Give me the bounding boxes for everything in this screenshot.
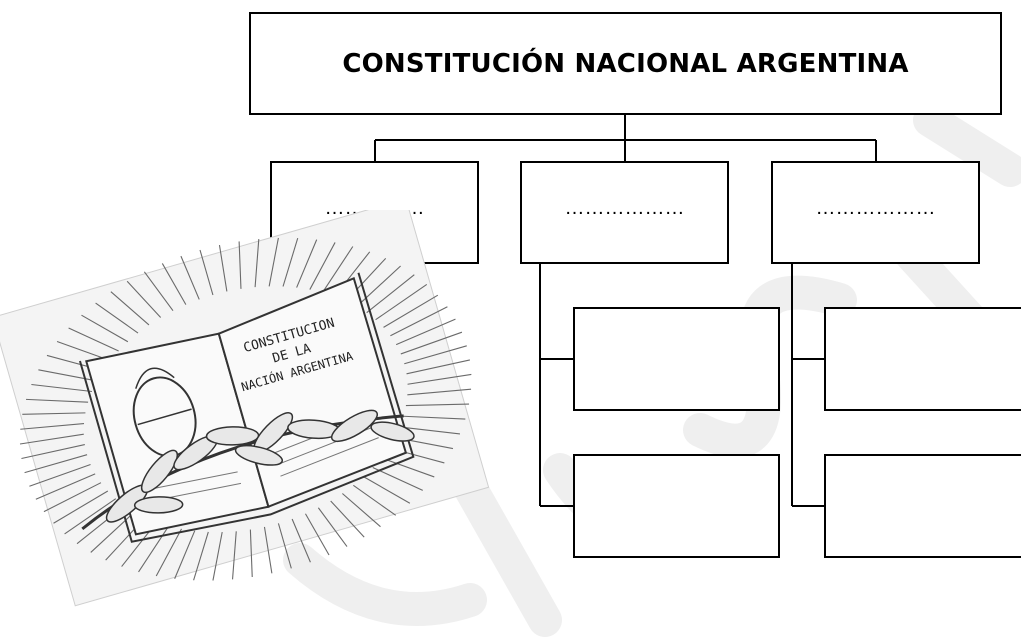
sun-ray xyxy=(375,284,428,321)
sun-ray xyxy=(20,423,85,430)
sun-ray xyxy=(296,239,318,288)
sun-ray xyxy=(64,498,117,535)
sun-ray xyxy=(126,280,162,318)
sun-ray xyxy=(380,457,435,478)
sun-ray xyxy=(356,265,401,307)
sun-ray xyxy=(90,511,135,553)
sun-ray xyxy=(161,263,187,305)
sun-ray xyxy=(372,466,423,491)
sub-box-2b[interactable] xyxy=(573,454,780,558)
sun-ray xyxy=(403,415,466,420)
title-box: CONSTITUCIÓN NACIONAL ARGENTINA xyxy=(249,12,1002,115)
diagram-title: CONSTITUCIÓN NACIONAL ARGENTINA xyxy=(342,48,909,79)
sun-ray xyxy=(218,245,228,292)
sun-ray xyxy=(21,444,85,460)
sun-ray xyxy=(304,513,330,556)
sun-ray xyxy=(53,490,109,524)
sun-ray xyxy=(400,331,463,355)
sun-ray xyxy=(212,531,223,581)
sun-ray xyxy=(291,518,311,563)
branch-box-3[interactable]: ……………… xyxy=(771,161,980,264)
sun-ray xyxy=(363,476,411,504)
sun-ray xyxy=(404,345,467,365)
sun-ray xyxy=(353,484,397,516)
sun-ray xyxy=(383,294,439,328)
sun-ray xyxy=(43,482,102,513)
sun-ray xyxy=(138,525,170,573)
sun-ray xyxy=(68,327,119,352)
sun-ray xyxy=(330,500,365,538)
sun-ray xyxy=(405,403,470,407)
sun-ray xyxy=(399,426,461,435)
sun-ray xyxy=(19,433,84,445)
branch-box-2[interactable]: ……………… xyxy=(520,161,729,264)
sun-ray xyxy=(31,383,93,393)
sun-ray xyxy=(35,473,96,500)
sub-box-3a[interactable] xyxy=(824,307,1021,411)
sun-ray xyxy=(309,242,336,290)
sun-ray xyxy=(322,246,354,293)
sun-ray xyxy=(193,531,209,581)
sun-ray xyxy=(24,454,88,474)
sub-box-3b[interactable] xyxy=(824,454,1021,558)
sun-ray xyxy=(342,493,381,528)
sun-ray xyxy=(25,398,89,403)
sun-ray xyxy=(22,412,86,415)
sun-ray xyxy=(407,373,472,385)
sun-ray xyxy=(174,530,196,579)
sun-ray xyxy=(263,526,273,574)
sun-ray xyxy=(29,463,91,487)
sun-ray xyxy=(282,237,299,287)
sun-ray xyxy=(249,529,253,577)
sun-ray xyxy=(407,388,472,396)
sun-ray xyxy=(110,291,150,326)
sun-ray xyxy=(268,237,279,287)
sun-ray xyxy=(254,238,260,288)
branch-placeholder-3: ……………… xyxy=(815,197,936,219)
sun-ray xyxy=(277,523,292,569)
laurel-branch xyxy=(81,409,415,531)
sun-ray xyxy=(81,314,129,343)
sun-ray xyxy=(390,306,448,337)
sun-ray xyxy=(238,241,242,289)
sun-ray xyxy=(155,528,183,577)
constitution-book-illustration: CONSTITUCION DE LA NACIÓN ARGENTINA xyxy=(0,210,490,607)
sun-ray xyxy=(199,249,214,296)
sun-ray xyxy=(406,359,471,375)
branch-placeholder-2: ……………… xyxy=(564,197,685,219)
sun-ray xyxy=(395,318,456,346)
sun-ray xyxy=(180,255,200,300)
sub-box-2a[interactable] xyxy=(573,307,780,411)
sun-ray xyxy=(143,271,174,311)
sun-ray xyxy=(317,507,348,547)
sun-ray xyxy=(366,274,415,314)
sun-ray xyxy=(38,369,98,382)
sun-ray xyxy=(95,302,139,334)
sun-ray xyxy=(231,531,237,580)
